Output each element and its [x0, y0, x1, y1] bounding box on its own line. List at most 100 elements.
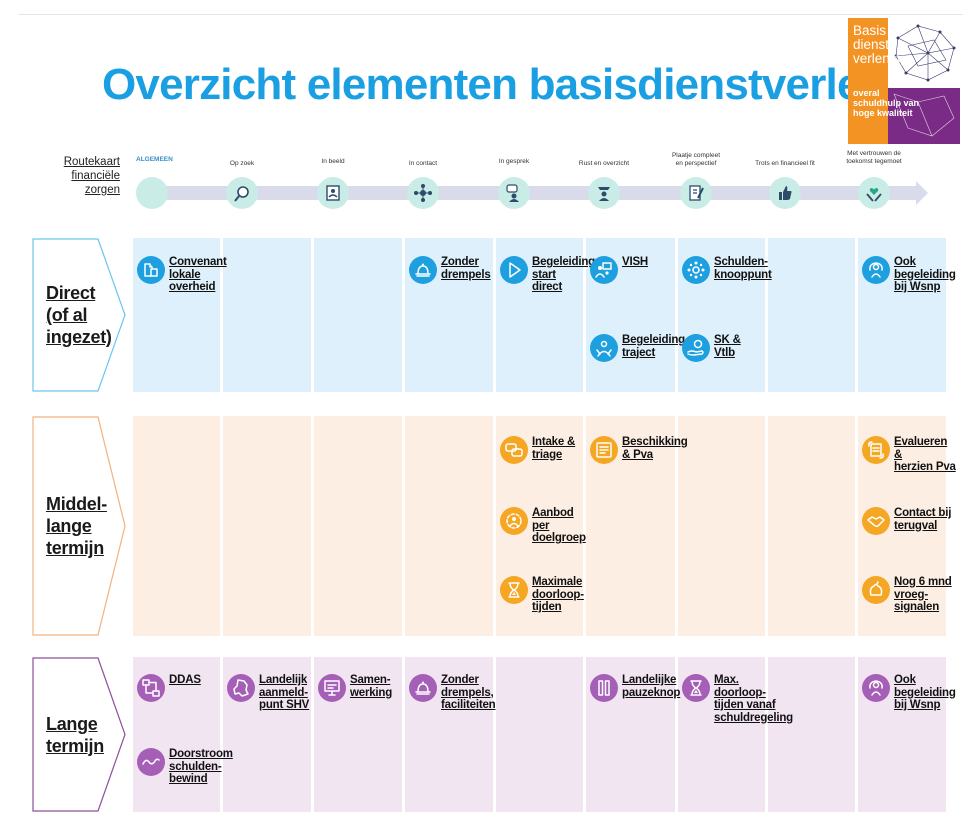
- cell-middel-6: [678, 416, 765, 636]
- page-title: Overzicht elementen basisdienstverlening: [102, 60, 951, 109]
- row-label-middel: Middel- lange termijn: [32, 416, 128, 636]
- element-item[interactable]: Nog 6 mnd vroeg- signalen: [862, 576, 956, 614]
- stage-label: Rust en overzicht: [578, 160, 630, 167]
- logo-text: Basis dienst verlening: [853, 23, 908, 66]
- element-item[interactable]: SK & Vtlb: [682, 334, 775, 362]
- element-label: Zonder drempels, faciliteiten: [441, 674, 496, 711]
- pause-icon: [590, 674, 618, 702]
- element-label: Zonder drempels: [441, 256, 491, 281]
- element-item[interactable]: Ook begeleiding bij Wsnp: [862, 674, 956, 712]
- rooster-icon: [862, 576, 890, 604]
- basisdienstverlening-logo: Basis dienst verlening overal schuldhulp…: [848, 18, 960, 144]
- element-item[interactable]: Evalueren & herzien Pva: [862, 436, 956, 474]
- hourglass-icon: [682, 674, 710, 702]
- element-item[interactable]: Beschikking & Pva: [590, 436, 688, 464]
- cell-middel-0: [133, 416, 220, 636]
- cell-middel-3: [405, 416, 493, 636]
- element-label: DDAS: [169, 674, 201, 686]
- element-item[interactable]: Doorstroom schulden- bewind: [137, 748, 233, 786]
- review-icon: [862, 436, 890, 464]
- stage-label: Op zoek: [229, 160, 255, 167]
- flowchart-icon: [137, 674, 165, 702]
- stage-label: Plaatje compleet en perspectief: [671, 152, 721, 167]
- element-item[interactable]: VISH: [590, 256, 685, 284]
- element-label: Samen- werking: [350, 674, 393, 699]
- element-label: Convenant lokale overheid: [169, 256, 227, 293]
- stage-label: Met vertrouwen de toekomst tegemoet: [846, 150, 902, 165]
- element-label: Evalueren & herzien Pva: [894, 436, 956, 473]
- play-icon: [500, 256, 528, 284]
- cell-middel-2: [314, 416, 402, 636]
- stage-dot: [407, 177, 439, 209]
- element-item[interactable]: Samen- werking: [318, 674, 412, 702]
- element-item[interactable]: Landelijke pauzeknop: [590, 674, 685, 702]
- chat-icon: [500, 436, 528, 464]
- element-item[interactable]: Landelijk aanmeld- punt SHV: [227, 674, 321, 712]
- element-label: Max. doorloop- tijden vanaf schuldregeli…: [714, 674, 793, 724]
- element-item[interactable]: Begeleiding traject: [590, 334, 685, 362]
- element-item[interactable]: Zonder drempels: [409, 256, 503, 284]
- element-item[interactable]: Maximale doorloop- tijden: [500, 576, 593, 614]
- coin-hand-icon: [682, 334, 710, 362]
- support-icon: [862, 674, 890, 702]
- row-label-text: Direct (of al ingezet): [46, 283, 112, 347]
- element-label: Schulden- knooppunt: [714, 256, 772, 281]
- handshake-icon: [862, 507, 890, 535]
- element-label: Doorstroom schulden- bewind: [169, 748, 233, 785]
- top-divider: [18, 14, 963, 15]
- wave-icon: [137, 748, 165, 776]
- element-label: VISH: [622, 256, 649, 268]
- stage-label: In contact: [408, 160, 438, 167]
- route-arrow: [916, 181, 928, 205]
- people-screen-icon: [590, 256, 618, 284]
- row-label-lange: Lange termijn: [32, 657, 128, 812]
- logo-tagline: overal schuldhulp van hoge kwaliteit: [853, 88, 920, 118]
- element-item[interactable]: Contact bij terugval: [862, 507, 956, 535]
- element-label: Aanbod per doelgroep: [532, 507, 586, 544]
- guidance-icon: [590, 334, 618, 362]
- element-label: Landelijke pauzeknop: [622, 674, 681, 699]
- presentation-icon: [318, 674, 346, 702]
- stage-dot: [136, 177, 168, 209]
- element-item[interactable]: Schulden- knooppunt: [682, 256, 775, 284]
- bell-icon: [409, 674, 437, 702]
- route-label: Routekaart financiële zorgen: [63, 156, 120, 196]
- row-label-direct: Direct (of al ingezet): [32, 238, 128, 392]
- element-item[interactable]: Zonder drempels, faciliteiten: [409, 674, 503, 712]
- element-item[interactable]: Max. doorloop- tijden vanaf schuldregeli…: [682, 674, 793, 724]
- route-bar: [150, 186, 916, 200]
- element-label: Begeleiding start direct: [532, 256, 595, 293]
- element-label: Nog 6 mnd vroeg- signalen: [894, 576, 952, 613]
- element-item[interactable]: Intake & triage: [500, 436, 593, 464]
- element-label: Maximale doorloop- tijden: [532, 576, 584, 613]
- stage-dot: [769, 177, 801, 209]
- element-label: Begeleiding traject: [622, 334, 685, 359]
- cell-middel-7: [768, 416, 855, 636]
- element-label: Contact bij terugval: [894, 507, 952, 532]
- element-item[interactable]: Ook begeleiding bij Wsnp: [862, 256, 956, 294]
- element-item[interactable]: Begeleiding start direct: [500, 256, 595, 294]
- element-item[interactable]: Aanbod per doelgroep: [500, 507, 593, 545]
- puzzle-icon: [137, 256, 165, 284]
- cell-direct-2: [314, 238, 402, 392]
- stage-label: In beeld: [321, 158, 345, 165]
- element-label: Ook begeleiding bij Wsnp: [894, 674, 956, 711]
- element-label: Intake & triage: [532, 436, 576, 461]
- element-label: Beschikking & Pva: [622, 436, 688, 461]
- cell-direct-1: [223, 238, 311, 392]
- cell-lange-4: [496, 657, 583, 812]
- stage-dot: [317, 177, 349, 209]
- cell-direct-7: [768, 238, 855, 392]
- bell-icon: [409, 256, 437, 284]
- stage-dot: [498, 177, 530, 209]
- element-item[interactable]: Convenant lokale overheid: [137, 256, 230, 294]
- stage-dot: [858, 177, 890, 209]
- hub-icon: [682, 256, 710, 284]
- stage-label: Trots en financieel fit: [755, 160, 815, 167]
- element-item[interactable]: DDAS: [137, 674, 230, 702]
- document-icon: [590, 436, 618, 464]
- netherlands-map-icon: [227, 674, 255, 702]
- row-label-text: Middel- lange termijn: [46, 494, 107, 558]
- cell-lange-7: [768, 657, 855, 812]
- element-label: Landelijk aanmeld- punt SHV: [259, 674, 310, 711]
